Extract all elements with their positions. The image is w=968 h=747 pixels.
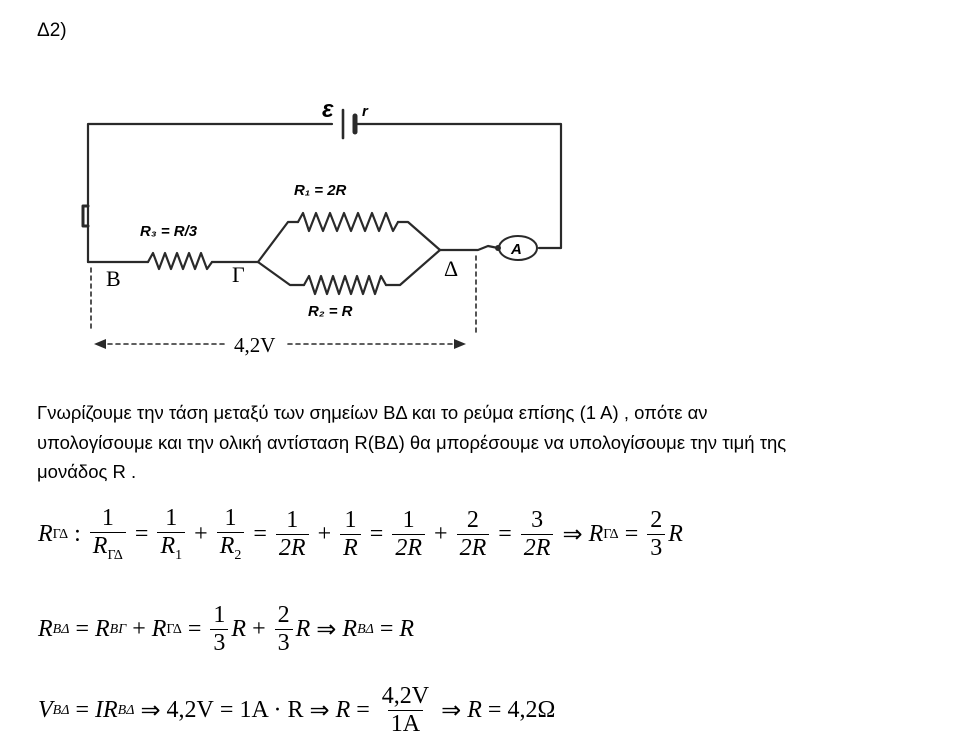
implies-arrow-icon: ⇒ [441, 698, 462, 725]
section-heading: Δ2) [37, 20, 67, 41]
r3-label: R₃ = R/3 [140, 223, 198, 240]
circuit-diagram: ε r R₁ = 2R R₃ = R/3 R₂ = R B Γ Δ A 4,2V [81, 96, 563, 357]
branch-upper-left [256, 220, 300, 264]
branch-upper-right [396, 220, 442, 252]
arrowhead-right [454, 339, 466, 349]
resistor-r2 [302, 274, 388, 296]
node-d-label: Δ [444, 256, 458, 281]
implies-arrow-icon: ⇒ [140, 698, 161, 725]
wire-d-ammeter [438, 244, 500, 252]
paragraph-line-3: μονάδος R . [37, 461, 137, 482]
resistor-r1 [296, 211, 400, 233]
implies-arrow-icon: ⇒ [309, 698, 330, 725]
implies-arrow-icon: ⇒ [316, 617, 337, 644]
emf-label: ε [322, 96, 334, 123]
top-wire-right [354, 122, 563, 250]
resistor-r3 [146, 251, 214, 271]
voltage-label: 4,2V [234, 333, 275, 357]
paragraph-line-1: Γνωρίζουμε την τάση μεταξύ των σημείων Β… [37, 402, 708, 423]
branch-lower-left [256, 260, 306, 287]
top-wire [86, 122, 334, 264]
branch-lower-right [384, 248, 442, 287]
implies-arrow-icon: ⇒ [562, 522, 583, 549]
ammeter-label: A [510, 241, 522, 258]
arrowhead-left [94, 339, 106, 349]
node-g-label: Γ [232, 262, 245, 287]
r1-label: R₁ = 2R [294, 182, 347, 199]
node-b-label: B [106, 266, 121, 291]
paragraph-line-2: υπολογίσουμε και την ολική αντίσταση R(Β… [37, 431, 787, 453]
internal-resistance-label: r [362, 103, 369, 120]
switch [81, 204, 90, 228]
r2-label: R₂ = R [308, 303, 353, 320]
explanation-paragraph: Γνωρίζουμε την τάση μεταξύ των σημείων Β… [37, 398, 952, 487]
